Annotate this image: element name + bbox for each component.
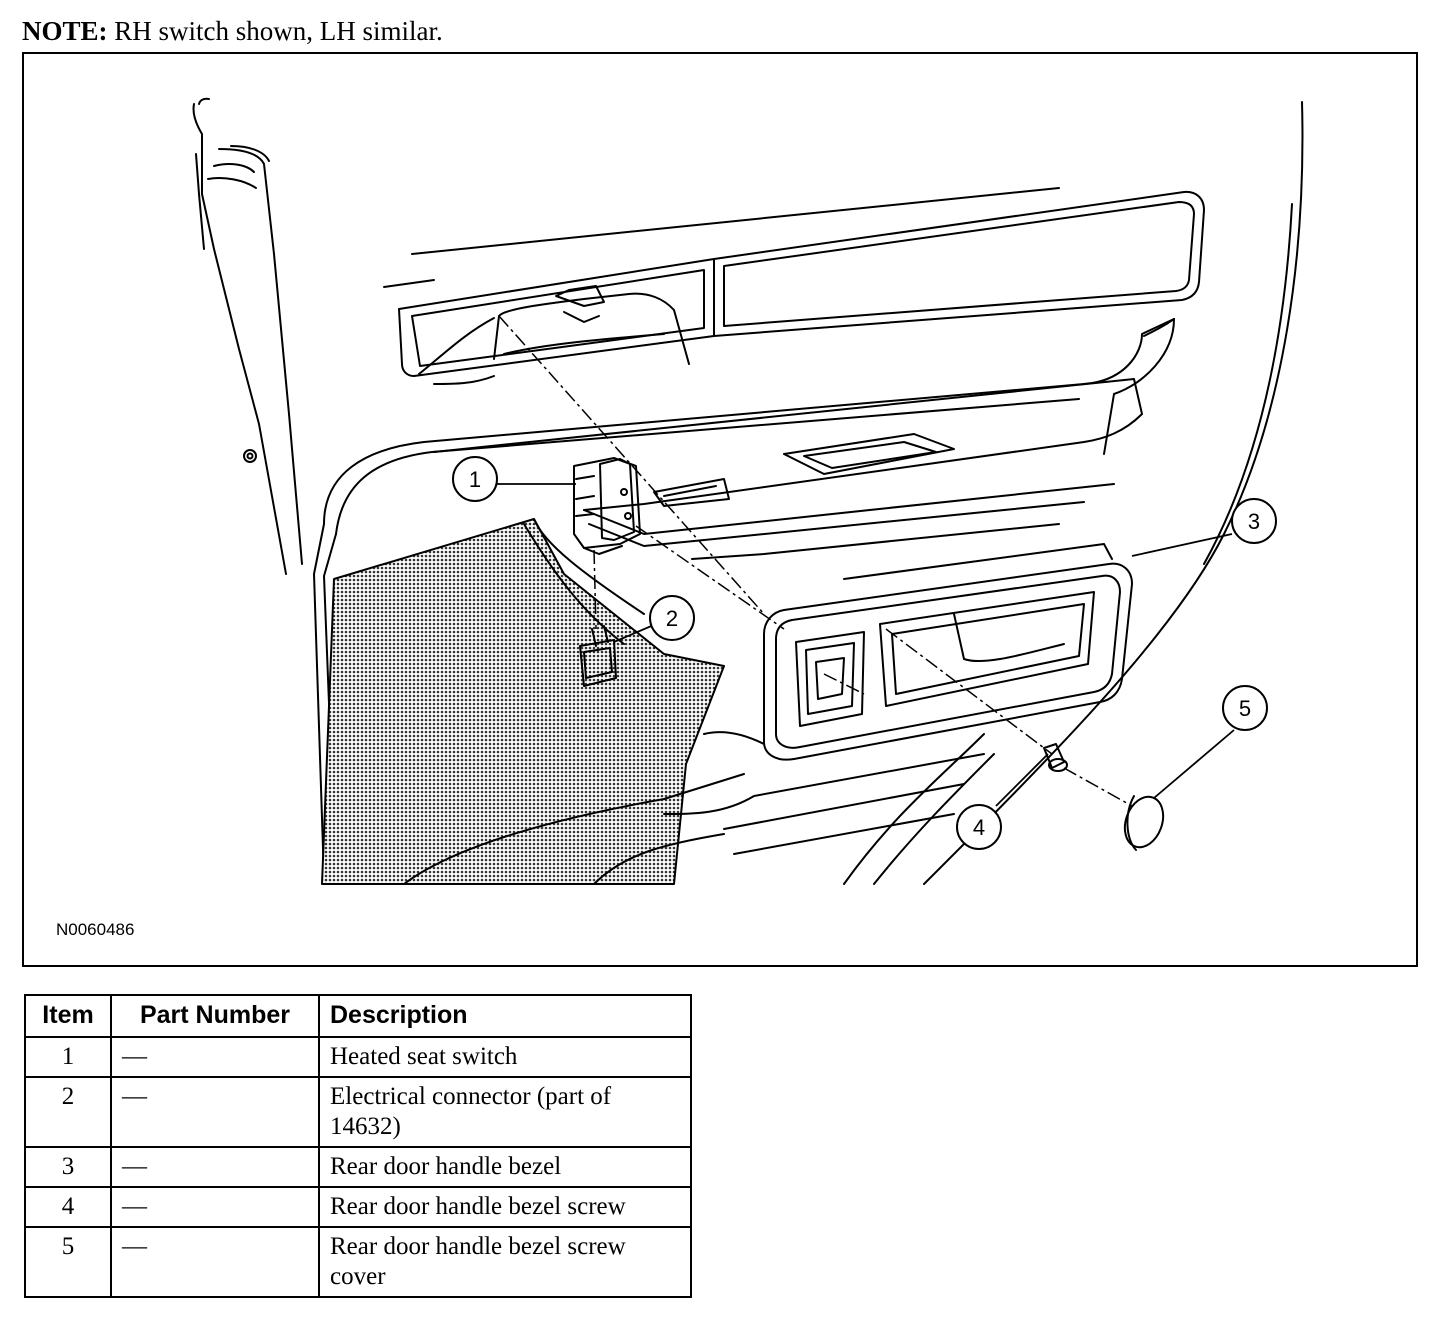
callout-4: 4 [956, 804, 1002, 850]
leader-3 [1131, 533, 1233, 557]
handle-pocket [398, 258, 715, 377]
exploded-view-figure: 1 2 3 4 5 N0060486 [22, 52, 1418, 967]
bezel-switch-opening [795, 631, 865, 727]
pillar-outer [201, 193, 287, 575]
header-part-number: Part Number [110, 994, 320, 1038]
row-part-number: — [110, 1146, 320, 1188]
screw-cover [1123, 795, 1165, 849]
row-part-number: — [110, 1076, 320, 1148]
row-description: Rear door handle bezel [318, 1146, 692, 1188]
table-row: 1 — Heated seat switch [24, 1036, 692, 1078]
table-row: 3 — Rear door handle bezel [24, 1146, 692, 1188]
callout-2-number: 2 [666, 606, 678, 631]
table-row: 5 — Rear door handle bezel screw cover [24, 1226, 692, 1298]
figure-id: N0060486 [56, 920, 135, 939]
table-header-row: Item Part Number Description [24, 994, 692, 1038]
row-description: Rear door handle bezel screw cover [318, 1226, 692, 1298]
handle-bezel [763, 562, 1133, 761]
callout-5: 5 [1222, 685, 1268, 731]
callout-4-number: 4 [973, 815, 985, 840]
door-frame-edge [192, 103, 203, 195]
armrest-upper [323, 318, 1175, 525]
row-item: 3 [24, 1146, 112, 1188]
table-row: 2 — Electrical connector (part of 14632) [24, 1076, 692, 1148]
row-description: Electrical connector (part of 14632) [318, 1076, 692, 1148]
table-row: 4 — Rear door handle bezel screw [24, 1186, 692, 1228]
note-label: NOTE: [22, 16, 108, 46]
alignment-line-screw [885, 628, 1053, 755]
row-item: 1 [24, 1036, 112, 1078]
note-text: RH switch shown, LH similar. [114, 16, 443, 46]
upper-trim-panel [713, 190, 1205, 337]
leader-2 [613, 623, 657, 643]
header-item: Item [24, 994, 112, 1038]
alignment-line-connector [593, 549, 597, 630]
row-part-number: — [110, 1036, 320, 1078]
speaker-grille [321, 518, 725, 885]
callout-3-number: 3 [1248, 509, 1260, 534]
alignment-line-switch [635, 525, 785, 630]
window-switch-pocket [783, 433, 955, 475]
callout-1: 1 [452, 456, 498, 502]
leader-5 [1153, 729, 1235, 799]
row-description: Rear door handle bezel screw [318, 1186, 692, 1228]
leader-4 [995, 753, 1049, 807]
door-outer-curve [923, 101, 1304, 885]
row-item: 5 [24, 1226, 112, 1298]
door-lock-switch [653, 478, 730, 507]
callout-2: 2 [649, 595, 695, 641]
callout-1-number: 1 [469, 467, 481, 492]
row-part-number: — [110, 1226, 320, 1298]
row-item: 4 [24, 1186, 112, 1228]
header-description: Description [318, 994, 692, 1038]
door-panel-illustration: 1 2 3 4 5 [192, 97, 1304, 885]
row-part-number: — [110, 1186, 320, 1228]
row-item: 2 [24, 1076, 112, 1148]
alignment-line-cover [1063, 767, 1133, 807]
row-description: Heated seat switch [318, 1036, 692, 1078]
callout-3: 3 [1231, 498, 1277, 544]
alignment-line-handle [498, 315, 765, 615]
inside-handle [493, 292, 690, 365]
note-line: NOTE: RH switch shown, LH similar. [22, 14, 443, 48]
bezel-handle-opening [879, 591, 1095, 707]
electrical-connector [579, 639, 617, 687]
bezel-screw [1043, 743, 1065, 769]
parts-table: Item Part Number Description 1 — Heated … [24, 994, 692, 1298]
callout-5-number: 5 [1239, 696, 1251, 721]
